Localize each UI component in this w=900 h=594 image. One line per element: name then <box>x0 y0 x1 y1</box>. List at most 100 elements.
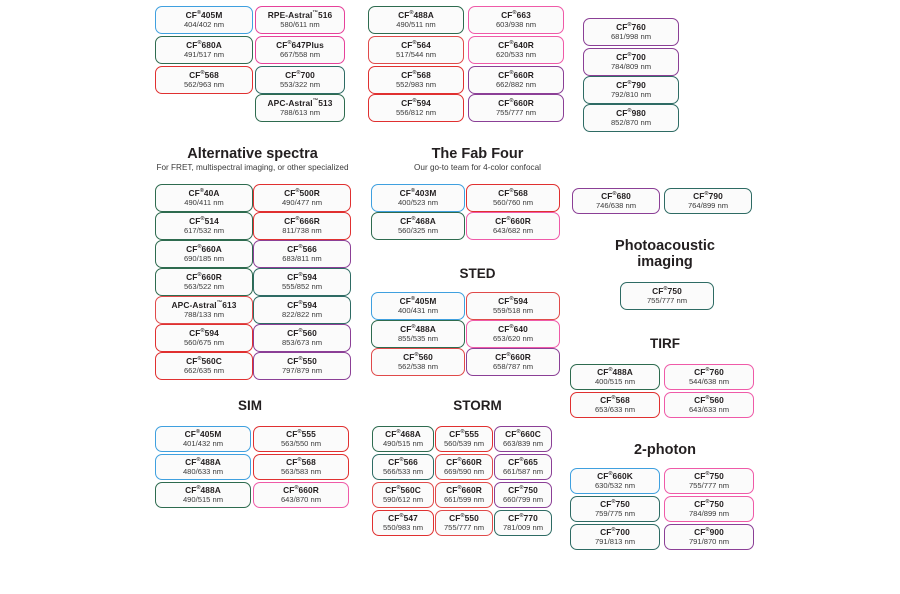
dye-wavelengths: 755/777 nm <box>443 523 485 533</box>
dye-wavelengths: 562/538 nm <box>397 362 439 372</box>
dye-name: CF®566 <box>287 243 317 254</box>
dye-name: CF®594 <box>287 271 317 282</box>
dye-wavelengths: 590/612 nm <box>382 495 424 505</box>
dye-wavelengths: 517/544 nm <box>395 50 437 60</box>
dye-name: CF®468A <box>400 215 436 226</box>
dye-wavelengths: 555/852 nm <box>281 282 323 292</box>
dye-wavelengths: 755/777 nm <box>646 296 688 306</box>
dye-name: CF®790 <box>693 190 723 201</box>
dye-name: CF®566 <box>388 456 418 467</box>
dye-name: CF®568 <box>600 394 630 405</box>
dye-wavelengths: 661/599 nm <box>443 495 485 505</box>
dye-wavelengths: 404/402 nm <box>183 20 225 30</box>
dye-wavelengths: 792/810 nm <box>610 90 652 100</box>
dye-wavelengths: 550/983 nm <box>382 523 424 533</box>
dye-name: CF®680 <box>601 190 631 201</box>
dye-name: CF®405M <box>185 9 223 20</box>
dye-wavelengths: 653/633 nm <box>594 405 636 415</box>
dye-wavelengths: 643/682 nm <box>492 226 534 236</box>
dye-name: CF®568 <box>498 187 528 198</box>
dye-wavelengths: 562/963 nm <box>183 80 225 90</box>
dye-wavelengths: 663/839 nm <box>502 439 544 449</box>
dye-name: CF®547 <box>388 512 418 523</box>
dye-name: CF®594 <box>189 327 219 338</box>
